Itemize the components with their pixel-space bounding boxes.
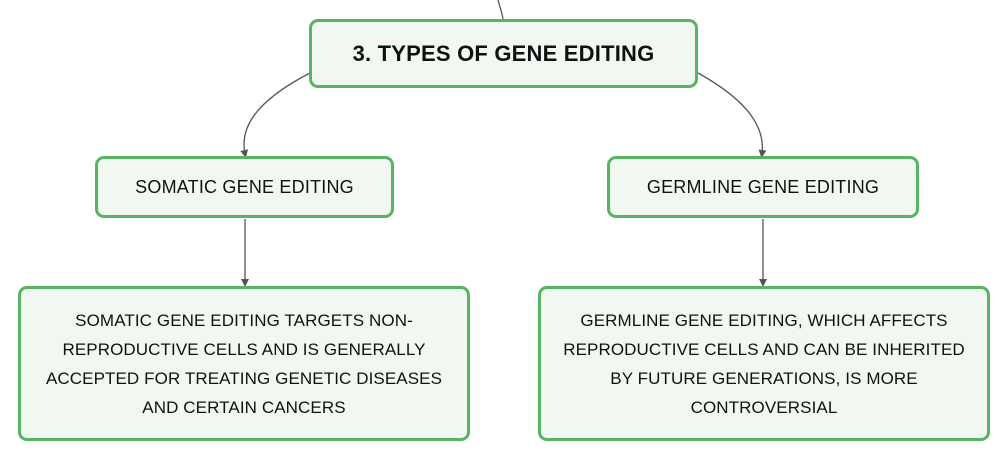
germline-description-text: GERMLINE GENE EDITING, WHICH AFFECTS REP… xyxy=(563,310,965,417)
root-to-somatic-connector xyxy=(240,72,311,158)
germline-description-node[interactable]: GERMLINE GENE EDITING, WHICH AFFECTS REP… xyxy=(538,286,990,441)
root-node-label: 3. TYPES OF GENE EDITING xyxy=(352,40,655,66)
root-node-types-of-gene-editing[interactable]: 3. TYPES OF GENE EDITING xyxy=(309,19,698,88)
root-to-germline-connector xyxy=(697,72,767,158)
somatic-description-node[interactable]: SOMATIC GENE EDITING TARGETS NON-REPRODU… xyxy=(18,286,470,441)
germline-gene-editing-label: GERMLINE GENE EDITING xyxy=(646,176,880,197)
somatic-description-text: SOMATIC GENE EDITING TARGETS NON-REPRODU… xyxy=(45,310,443,417)
somatic-gene-editing-label: SOMATIC GENE EDITING xyxy=(135,176,354,197)
somatic-gene-editing-node[interactable]: SOMATIC GENE EDITING xyxy=(95,156,394,218)
incoming-connector xyxy=(497,0,504,20)
germline-gene-editing-node[interactable]: GERMLINE GENE EDITING xyxy=(607,156,919,218)
